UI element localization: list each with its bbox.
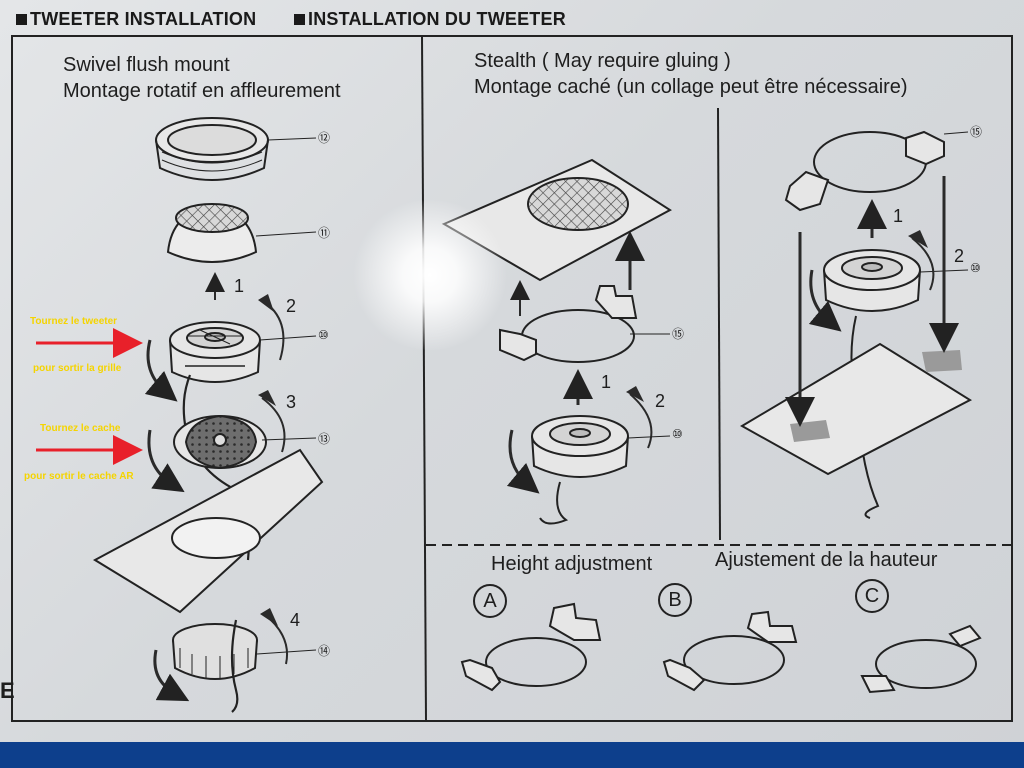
annotation-arrows bbox=[36, 328, 143, 465]
left-panel-title: Swivel flush mount Montage rotatif en af… bbox=[63, 54, 341, 102]
step-2-middle: 2 bbox=[655, 391, 666, 411]
option-b-badge: B bbox=[658, 583, 692, 617]
header-title-fr: INSTALLATION DU TWEETER bbox=[294, 9, 566, 30]
tweeter-part-10-left bbox=[169, 321, 317, 561]
callout-12: ⑫ bbox=[318, 131, 331, 145]
bracket-option-c bbox=[860, 624, 982, 694]
square-bullet-icon bbox=[16, 14, 27, 25]
right-panel-title: Stealth ( May require gluing ) Montage c… bbox=[474, 50, 908, 98]
header: TWEETER INSTALLATION INSTALLATION DU TWE… bbox=[0, 0, 1024, 36]
stealth-bracket-part-15-middle bbox=[499, 285, 670, 363]
option-c-badge: C bbox=[855, 579, 889, 613]
annotation-rotate-tweeter: Tournez le tweeter bbox=[30, 316, 118, 327]
step-2-left: 2 bbox=[286, 296, 297, 316]
grille-part-11 bbox=[166, 203, 317, 263]
stealth-bracket-part-15-right bbox=[784, 130, 969, 212]
middle-arrows bbox=[506, 231, 653, 494]
right-arrows bbox=[785, 176, 959, 427]
callout-11: ⑪ bbox=[318, 226, 331, 240]
square-bullet-icon bbox=[294, 14, 305, 25]
step-1-middle: 1 bbox=[601, 372, 612, 392]
lock-nut-part-14 bbox=[172, 619, 317, 713]
height-adjustment-label-en: Height adjustment bbox=[491, 553, 653, 575]
step-3-left: 3 bbox=[286, 392, 297, 412]
bottom-blue-strip bbox=[0, 742, 1024, 768]
rear-cover-part-13 bbox=[173, 414, 317, 470]
panel-frames bbox=[11, 35, 1013, 722]
header-title-en: TWEETER INSTALLATION bbox=[16, 9, 256, 30]
step-4-left: 4 bbox=[290, 610, 301, 630]
callout-15-right: ⑮ bbox=[970, 125, 983, 139]
annotation-rotate-cover: Tournez le cache bbox=[40, 423, 121, 434]
option-a-badge: A bbox=[473, 584, 507, 618]
callout-10-middle: ⑩ bbox=[672, 427, 683, 441]
step-2-right: 2 bbox=[954, 246, 965, 266]
callout-15-middle: ⑮ bbox=[672, 327, 685, 341]
bracket-option-b bbox=[662, 610, 798, 692]
edge-letter: E bbox=[0, 678, 15, 703]
annotation-remove-rear-cover: pour sortir le cache AR bbox=[24, 471, 134, 482]
tweeter-part-10-right bbox=[823, 249, 969, 519]
annotation-remove-grille: pour sortir la grille bbox=[33, 363, 122, 374]
left-rotation-arrows bbox=[144, 272, 288, 702]
mounting-board-right bbox=[739, 342, 973, 476]
height-adjustment-label-fr: Ajustement de la hauteur bbox=[715, 549, 938, 571]
callout-10: ⑩ bbox=[318, 328, 329, 342]
mounting-board-left bbox=[92, 448, 324, 614]
light-glare bbox=[350, 200, 510, 350]
flush-ring-part-12 bbox=[155, 117, 317, 181]
callout-14: ⑭ bbox=[318, 644, 331, 658]
step-1-right: 1 bbox=[893, 206, 904, 226]
callout-10-right: ⑩ bbox=[970, 261, 981, 275]
callout-13: ⑬ bbox=[318, 432, 331, 446]
step-1-left: 1 bbox=[234, 276, 245, 296]
tweeter-part-10-middle bbox=[531, 415, 671, 525]
bracket-option-a bbox=[460, 602, 602, 692]
